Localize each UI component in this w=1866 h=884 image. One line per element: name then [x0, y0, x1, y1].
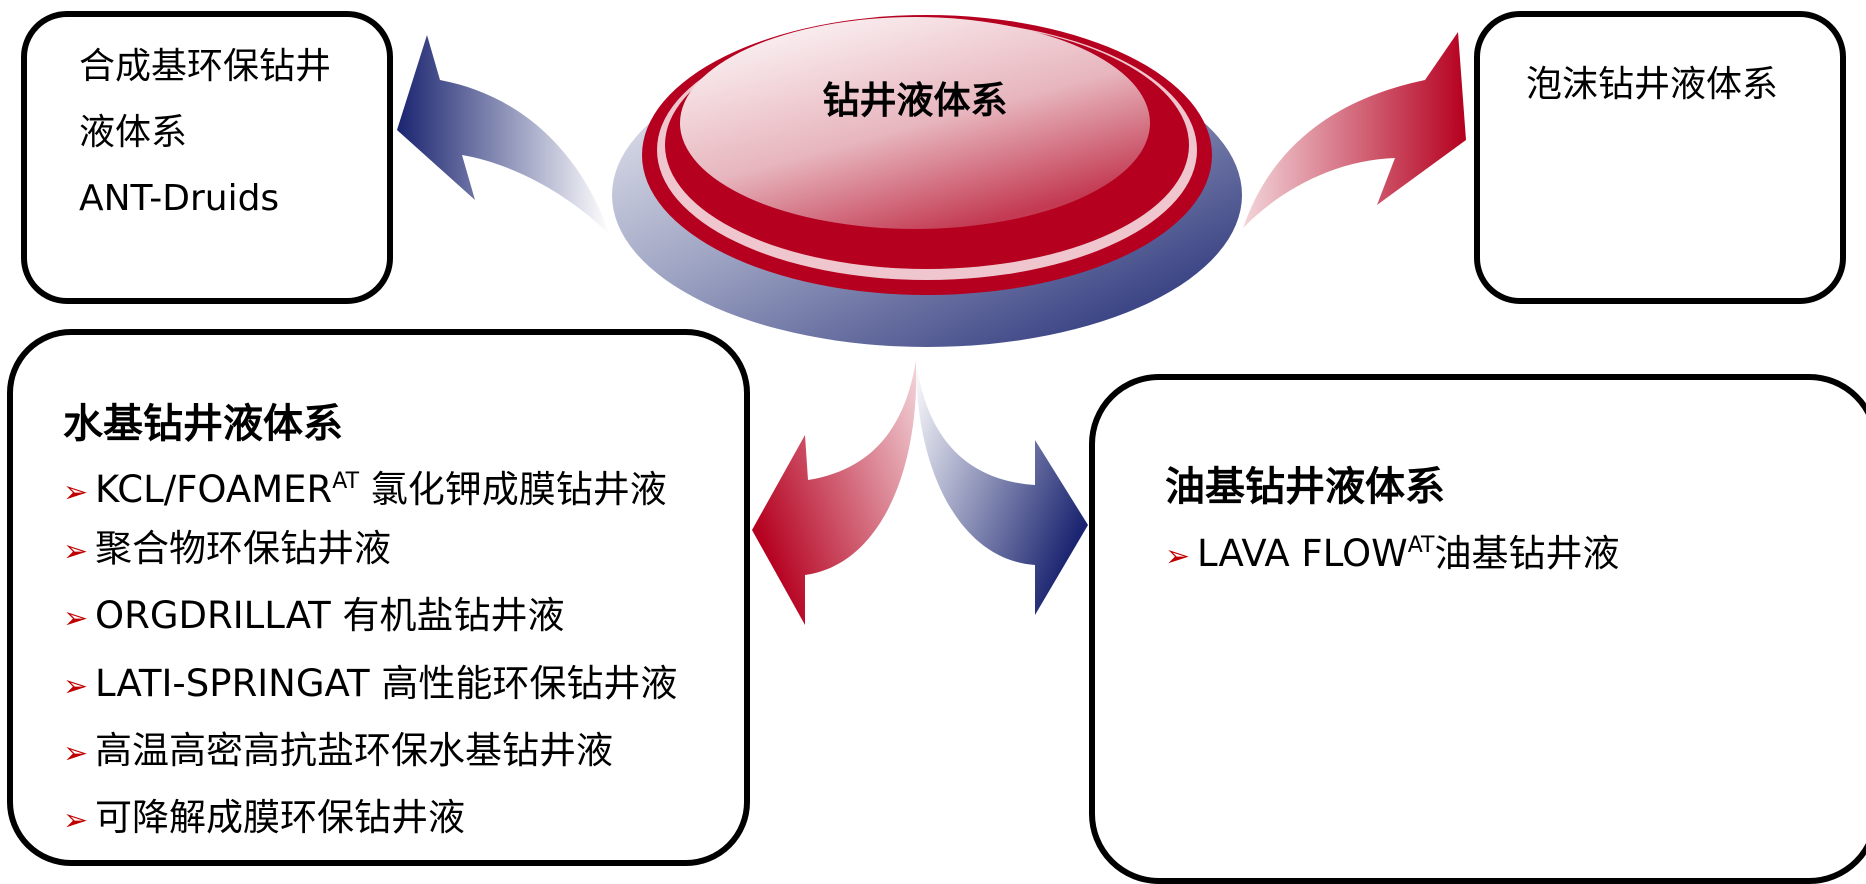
arrow-upper-left — [397, 35, 610, 235]
water-item-1-text: KCL/FOAMER — [95, 468, 333, 511]
arrow-lower-left — [752, 360, 917, 625]
arrow-bullet-icon: ➢ — [63, 601, 89, 636]
water-heading: 水基钻井液体系 — [63, 401, 343, 447]
arrow-bullet-icon: ➢ — [63, 534, 89, 569]
oil-based-box: 油基钻井液体系 ➢LAVA FLOWAT油基钻井液 — [1089, 374, 1866, 884]
synthetic-fluid-box: 合成基环保钻井 液体系 ANT-Druids — [21, 11, 393, 304]
oil-item-1-sup: AT — [1407, 533, 1435, 558]
water-item-3-text: ORGDRILLAT 有机盐钻井液 — [95, 594, 565, 637]
center-title: 钻井液体系 — [822, 79, 1008, 122]
water-item-6: ➢可降解成膜环保钻井液 — [63, 795, 465, 844]
water-item-1-rest: 氯化钾成膜钻井液 — [359, 468, 667, 511]
water-item-4-text: LATI-SPRINGAT 高性能环保钻井液 — [95, 662, 678, 705]
water-item-1-sup: AT — [332, 469, 360, 494]
water-based-box: 水基钻井液体系 ➢KCL/FOAMERAT 氯化钾成膜钻井液 ➢聚合物环保钻井液… — [7, 329, 750, 866]
synthetic-line-1: 合成基环保钻井 — [79, 46, 332, 87]
foam-title: 泡沫钻井液体系 — [1526, 64, 1779, 105]
oil-heading: 油基钻井液体系 — [1165, 464, 1445, 510]
water-item-1: ➢KCL/FOAMERAT 氯化钾成膜钻井液 — [63, 459, 667, 516]
synthetic-line-2: 液体系 — [79, 112, 188, 153]
arrow-bullet-icon: ➢ — [63, 803, 89, 838]
arrow-bullet-icon: ➢ — [1165, 539, 1191, 574]
arrow-bullet-icon: ➢ — [63, 475, 89, 510]
arrow-bullet-icon: ➢ — [63, 669, 89, 704]
foam-fluid-box: 泡沫钻井液体系 — [1474, 11, 1846, 304]
water-item-4: ➢LATI-SPRINGAT 高性能环保钻井液 — [63, 661, 677, 710]
water-item-2-text: 聚合物环保钻井液 — [95, 527, 391, 570]
water-item-6-text: 可降解成膜环保钻井液 — [95, 796, 465, 839]
arrow-lower-right — [915, 360, 1088, 615]
oil-item-1-rest: 油基钻井液 — [1434, 532, 1620, 575]
water-item-3: ➢ORGDRILLAT 有机盐钻井液 — [63, 593, 565, 642]
diagram-graphics — [397, 15, 1466, 625]
water-item-5-text: 高温高密高抗盐环保水基钻井液 — [95, 729, 613, 772]
arrow-upper-right — [1243, 32, 1466, 228]
oil-item-1: ➢LAVA FLOWAT油基钻井液 — [1165, 523, 1620, 580]
oil-item-1-text: LAVA FLOW — [1197, 532, 1408, 575]
water-item-2: ➢聚合物环保钻井液 — [63, 526, 391, 575]
arrow-bullet-icon: ➢ — [63, 736, 89, 771]
water-item-5: ➢高温高密高抗盐环保水基钻井液 — [63, 728, 613, 777]
center-disk-top — [680, 17, 1150, 229]
synthetic-line-3: ANT-Druids — [79, 178, 280, 219]
